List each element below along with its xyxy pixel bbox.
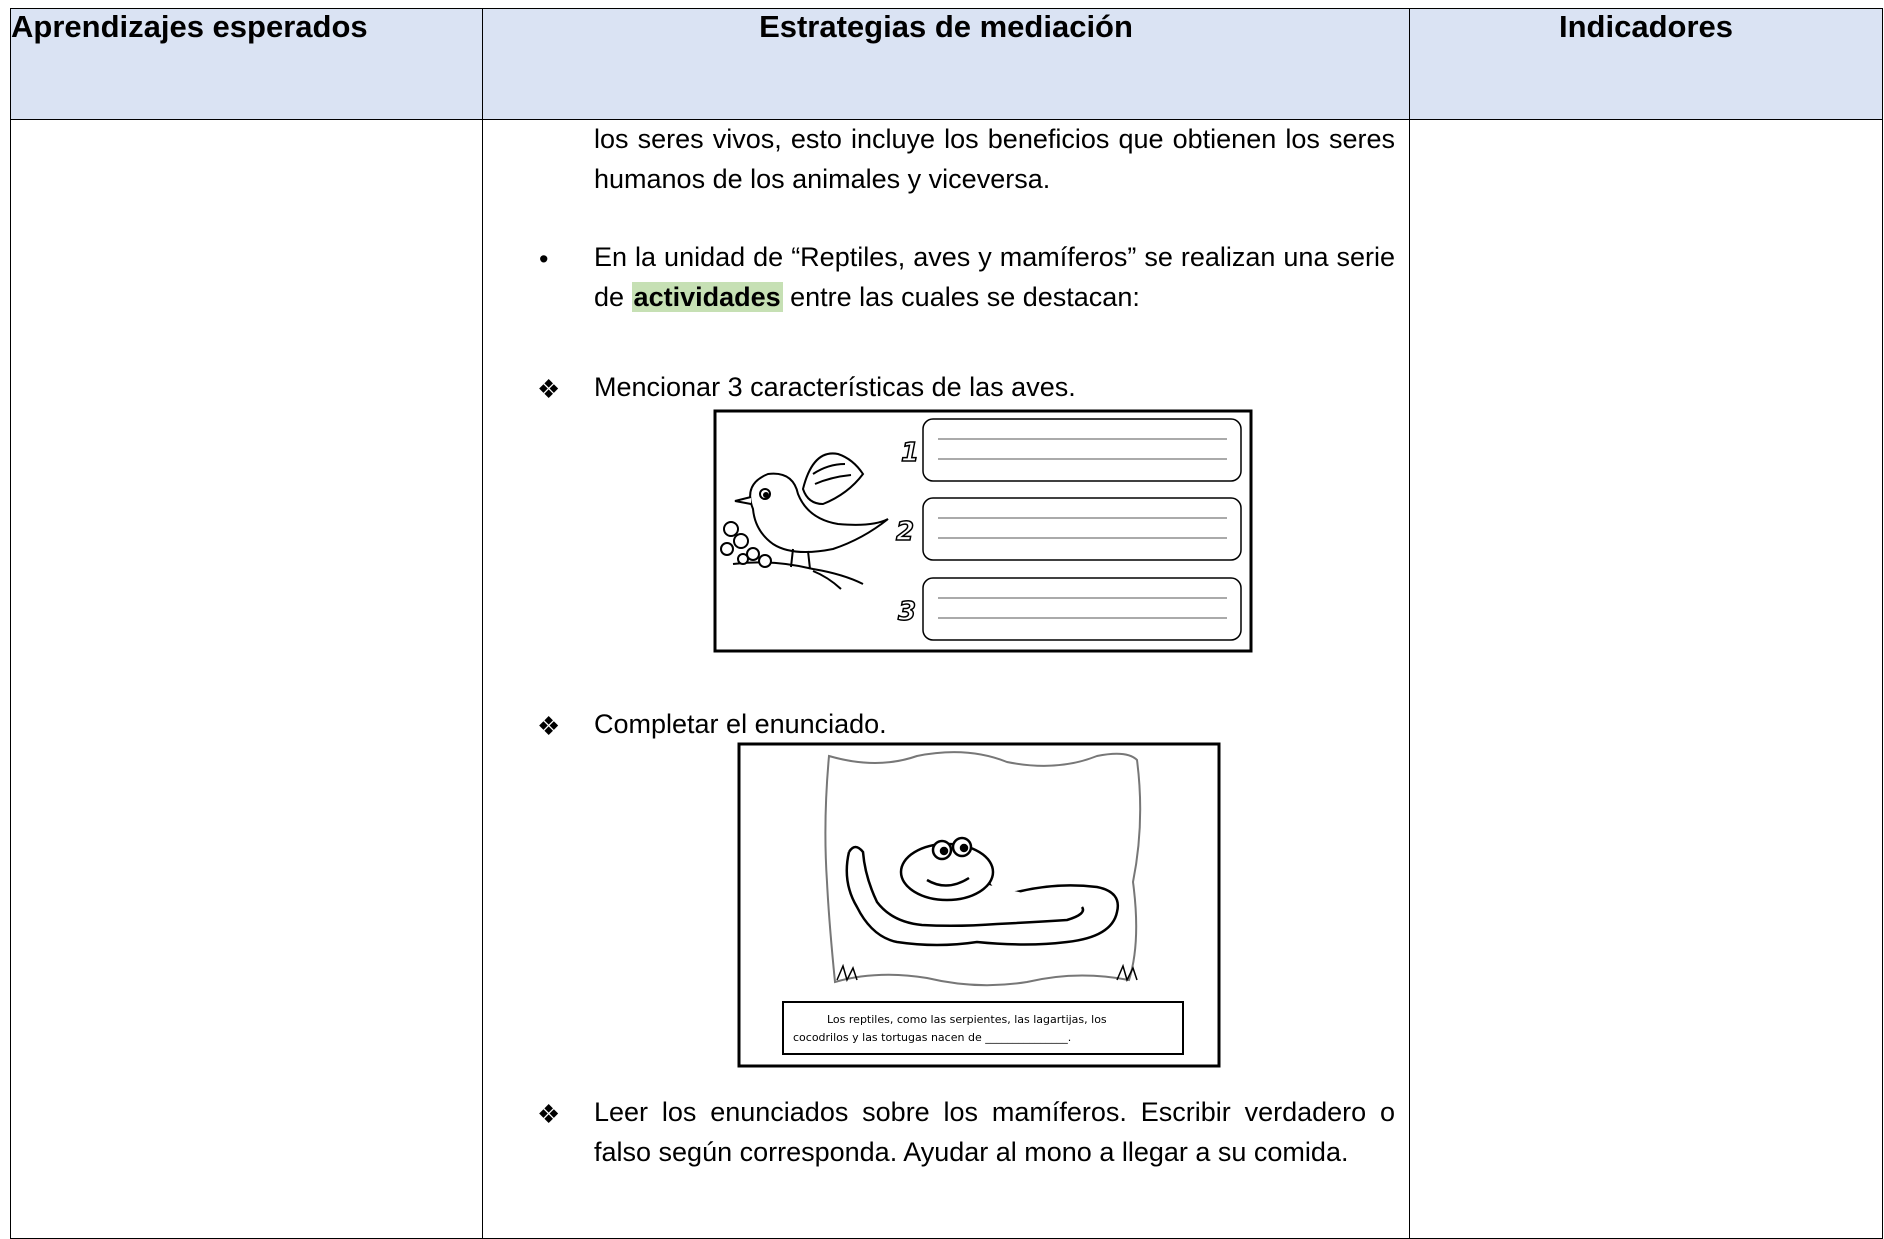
content-row: los seres vivos, esto incluye los benefi…: [10, 119, 1883, 1239]
number-2: 2: [896, 517, 914, 547]
header-row: Aprendizajes esperados Estrategias de me…: [10, 8, 1883, 120]
estrategias-cell: los seres vivos, esto incluye los benefi…: [482, 119, 1410, 1239]
caption-box: [782, 1001, 1184, 1055]
activity-mammals-text: Leer los enunciados sobre los mamíferos.…: [594, 1097, 1395, 1167]
caption-line-1: Los reptiles, como las serpientes, las l…: [827, 1013, 1107, 1026]
header-indicadores: Indicadores: [1409, 8, 1883, 120]
diamond-bullet-icon: ❖: [537, 711, 561, 741]
number-1: 1: [901, 438, 919, 468]
bullet-paragraph: En la unidad de “Reptiles, aves y mamífe…: [594, 242, 1395, 312]
bird-worksheet-figure: 1 2 3: [713, 409, 1253, 653]
snake-illustration: [845, 836, 1120, 947]
intro-paragraph: los seres vivos, esto incluye los benefi…: [594, 124, 1395, 194]
answer-box-2: [922, 497, 1242, 561]
snake-worksheet-figure: Los reptiles, como las serpientes, las l…: [737, 742, 1221, 1068]
aprendizajes-cell: [10, 119, 483, 1239]
bullet-dot: •: [539, 244, 549, 274]
header-aprendizajes: Aprendizajes esperados: [10, 8, 483, 120]
answer-box-3: [922, 577, 1242, 641]
lesson-plan-table: Aprendizajes esperados Estrategias de me…: [10, 8, 1883, 1239]
diamond-bullet-icon: ❖: [537, 1099, 561, 1129]
diamond-bullet-icon: ❖: [537, 374, 561, 404]
header-estrategias: Estrategias de mediación: [482, 8, 1410, 120]
caption-line-2: cocodrilos y las tortugas nacen de _____…: [793, 1031, 1071, 1044]
activity-birds-text: Mencionar 3 características de las aves.: [594, 372, 1076, 402]
highlighted-word: actividades: [631, 282, 783, 312]
answer-box-1: [922, 418, 1242, 482]
bird-illustration: [720, 452, 889, 590]
indicadores-cell: [1409, 119, 1883, 1239]
number-3: 3: [898, 597, 916, 627]
activity-complete-text: Completar el enunciado.: [594, 709, 887, 739]
